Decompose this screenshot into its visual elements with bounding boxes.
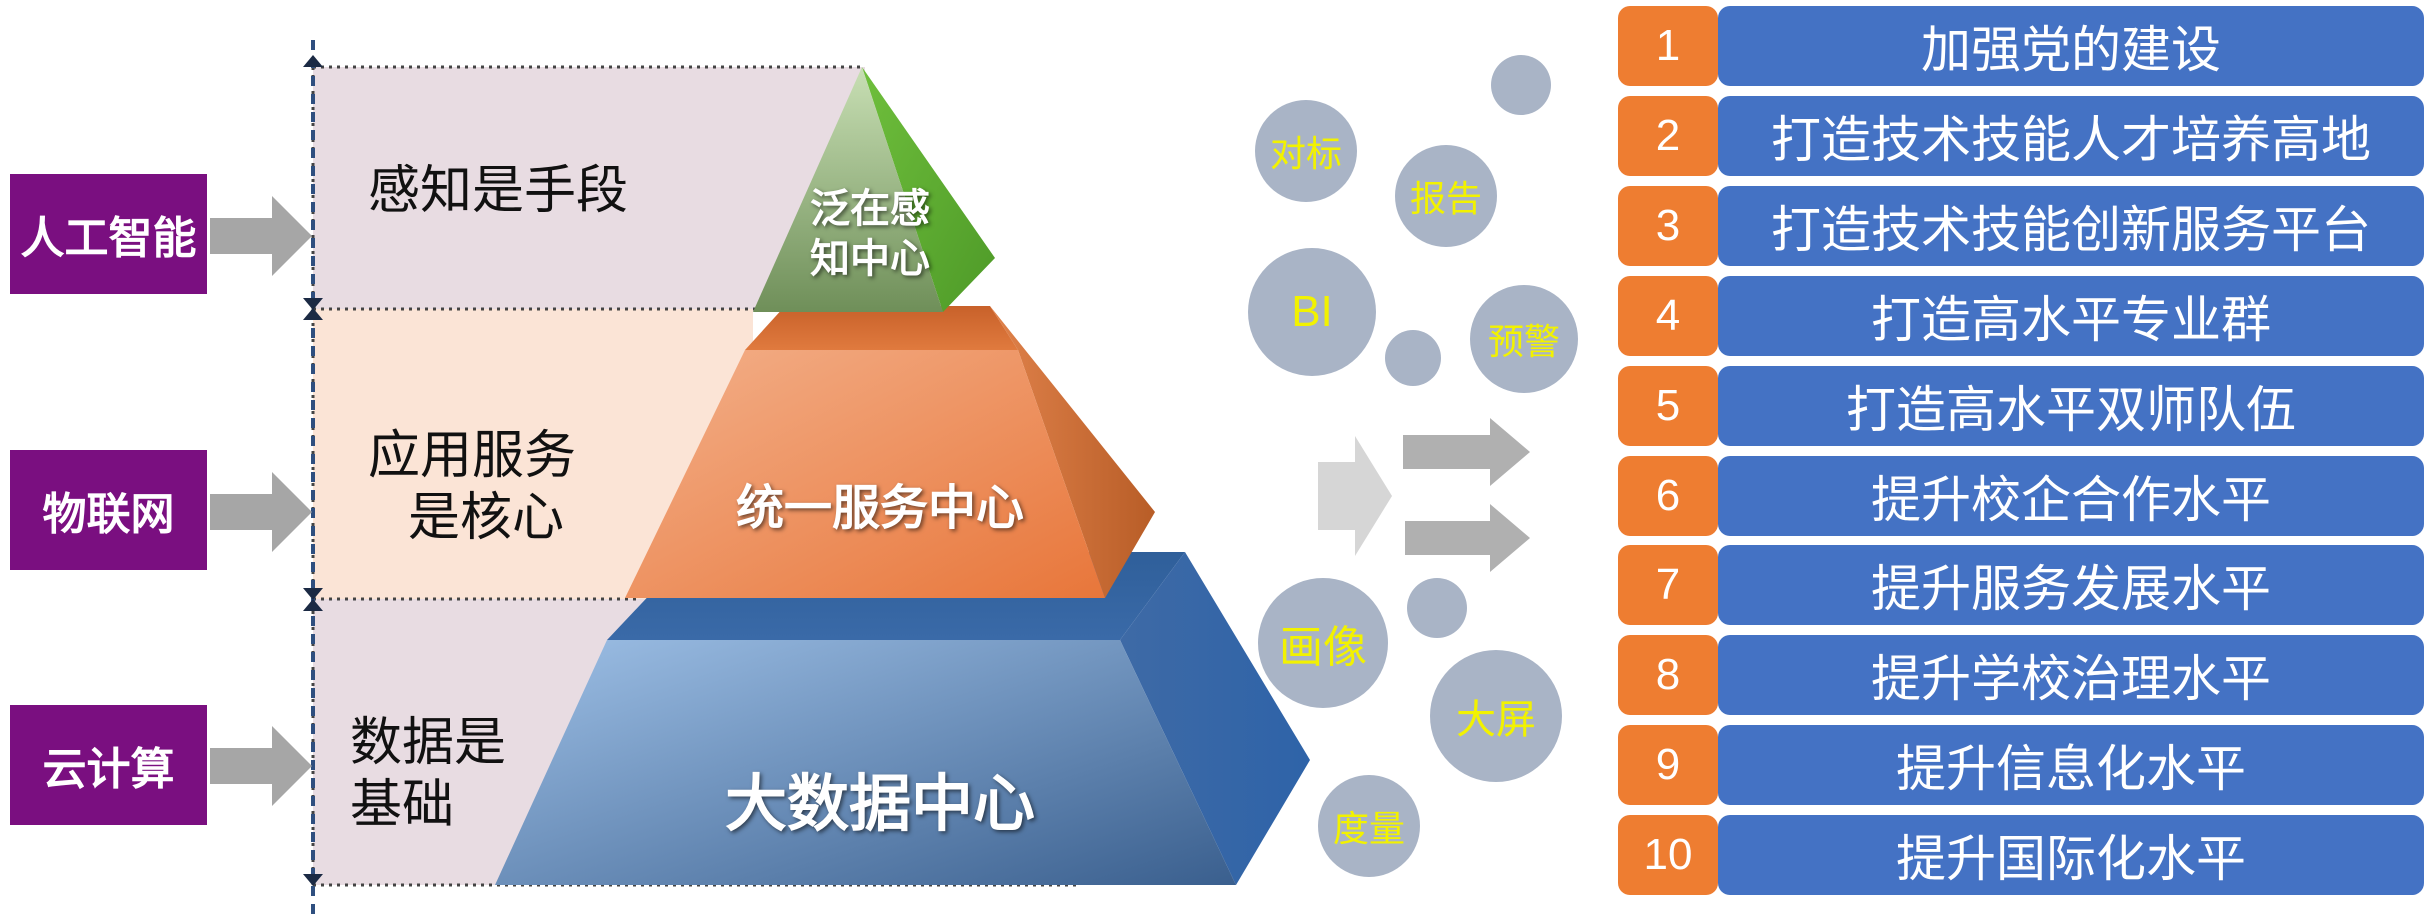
goal-text: 加强党的建设 xyxy=(1718,6,2424,86)
goal-row-9: 9 提升信息化水平 xyxy=(1618,725,2424,805)
bubble-benchmark: 对标 xyxy=(1255,100,1357,202)
bubble-bi: BI xyxy=(1248,248,1376,376)
goal-text: 打造高水平专业群 xyxy=(1718,276,2424,356)
goal-number: 2 xyxy=(1618,96,1718,176)
goal-text: 提升学校治理水平 xyxy=(1718,635,2424,715)
goal-row-1: 1 加强党的建设 xyxy=(1618,6,2424,86)
pyramid-top-label-line2: 知中心 xyxy=(810,236,930,282)
goal-row-3: 3 打造技术技能创新服务平台 xyxy=(1618,186,2424,266)
goal-number: 1 xyxy=(1618,6,1718,86)
goal-row-7: 7 提升服务发展水平 xyxy=(1618,545,2424,625)
pyramid-bottom-front-face xyxy=(495,640,1236,885)
band-text-bottom-line1: 数据是 xyxy=(350,713,507,773)
band-text-top: 感知是手段 xyxy=(368,161,629,221)
pyramid-middle-side-face xyxy=(990,306,1155,598)
tag-arrows xyxy=(210,196,312,806)
goal-number: 5 xyxy=(1618,366,1718,446)
pyramid-middle-top-face xyxy=(745,306,1018,350)
pyramid-top-label: 泛在感 知中心 xyxy=(790,184,950,284)
small-bubble-3 xyxy=(1407,578,1467,638)
goal-number: 7 xyxy=(1618,545,1718,625)
pyramid-top-front-face xyxy=(753,67,943,312)
center-large-arrow xyxy=(1318,436,1392,556)
boundary-arrow-markers xyxy=(303,55,323,886)
goal-row-10: 10 提升国际化水平 xyxy=(1618,815,2424,895)
goal-text: 提升国际化水平 xyxy=(1718,815,2424,895)
goal-row-6: 6 提升校企合作水平 xyxy=(1618,456,2424,536)
bubble-alert: 预警 xyxy=(1470,285,1578,393)
goal-text: 打造高水平双师队伍 xyxy=(1718,366,2424,446)
tag-iot: 物联网 xyxy=(10,450,207,570)
goal-text: 提升服务发展水平 xyxy=(1718,545,2424,625)
tag-ai: 人工智能 xyxy=(10,174,207,294)
pyramid-top-label-line1: 泛在感 xyxy=(810,186,930,232)
goal-row-4: 4 打造高水平专业群 xyxy=(1618,276,2424,356)
goal-number: 10 xyxy=(1618,815,1718,895)
pyramid-top-side-face xyxy=(862,67,995,312)
pyramid-bottom-label: 大数据中心 xyxy=(724,767,1035,840)
bubble-report: 报告 xyxy=(1395,145,1497,247)
bubble-big-screen: 大屏 xyxy=(1430,650,1562,782)
band-text-middle-line1: 应用服务 xyxy=(368,426,577,486)
goal-row-5: 5 打造高水平双师队伍 xyxy=(1618,366,2424,446)
pyramid-middle-label: 统一服务中心 xyxy=(735,480,1024,536)
bubble-metrics: 度量 xyxy=(1318,775,1420,877)
goal-number: 4 xyxy=(1618,276,1718,356)
tag-cloud-computing: 云计算 xyxy=(10,705,207,825)
goal-text: 打造技术技能创新服务平台 xyxy=(1718,186,2424,266)
band-text-middle-line2: 是核心 xyxy=(408,488,565,548)
pyramid-bottom-side-face xyxy=(1120,552,1310,885)
pyramid-middle-front-face xyxy=(625,350,1105,598)
band-text-middle: 应用服务 是核心 xyxy=(368,425,576,549)
bubble-profile: 画像 xyxy=(1258,578,1388,708)
small-bubble-2 xyxy=(1385,330,1441,386)
center-lower-arrow xyxy=(1405,504,1530,572)
band-text-bottom: 数据是 基础 xyxy=(350,712,506,836)
goal-number: 9 xyxy=(1618,725,1718,805)
goal-row-8: 8 提升学校治理水平 xyxy=(1618,635,2424,715)
goal-number: 8 xyxy=(1618,635,1718,715)
center-upper-arrow xyxy=(1403,418,1530,486)
goal-text: 打造技术技能人才培养高地 xyxy=(1718,96,2424,176)
goal-text: 提升信息化水平 xyxy=(1718,725,2424,805)
goal-row-2: 2 打造技术技能人才培养高地 xyxy=(1618,96,2424,176)
small-bubble-1 xyxy=(1491,55,1551,115)
goal-text: 提升校企合作水平 xyxy=(1718,456,2424,536)
band-text-bottom-line2: 基础 xyxy=(350,775,455,835)
goal-number: 6 xyxy=(1618,456,1718,536)
goal-number: 3 xyxy=(1618,186,1718,266)
